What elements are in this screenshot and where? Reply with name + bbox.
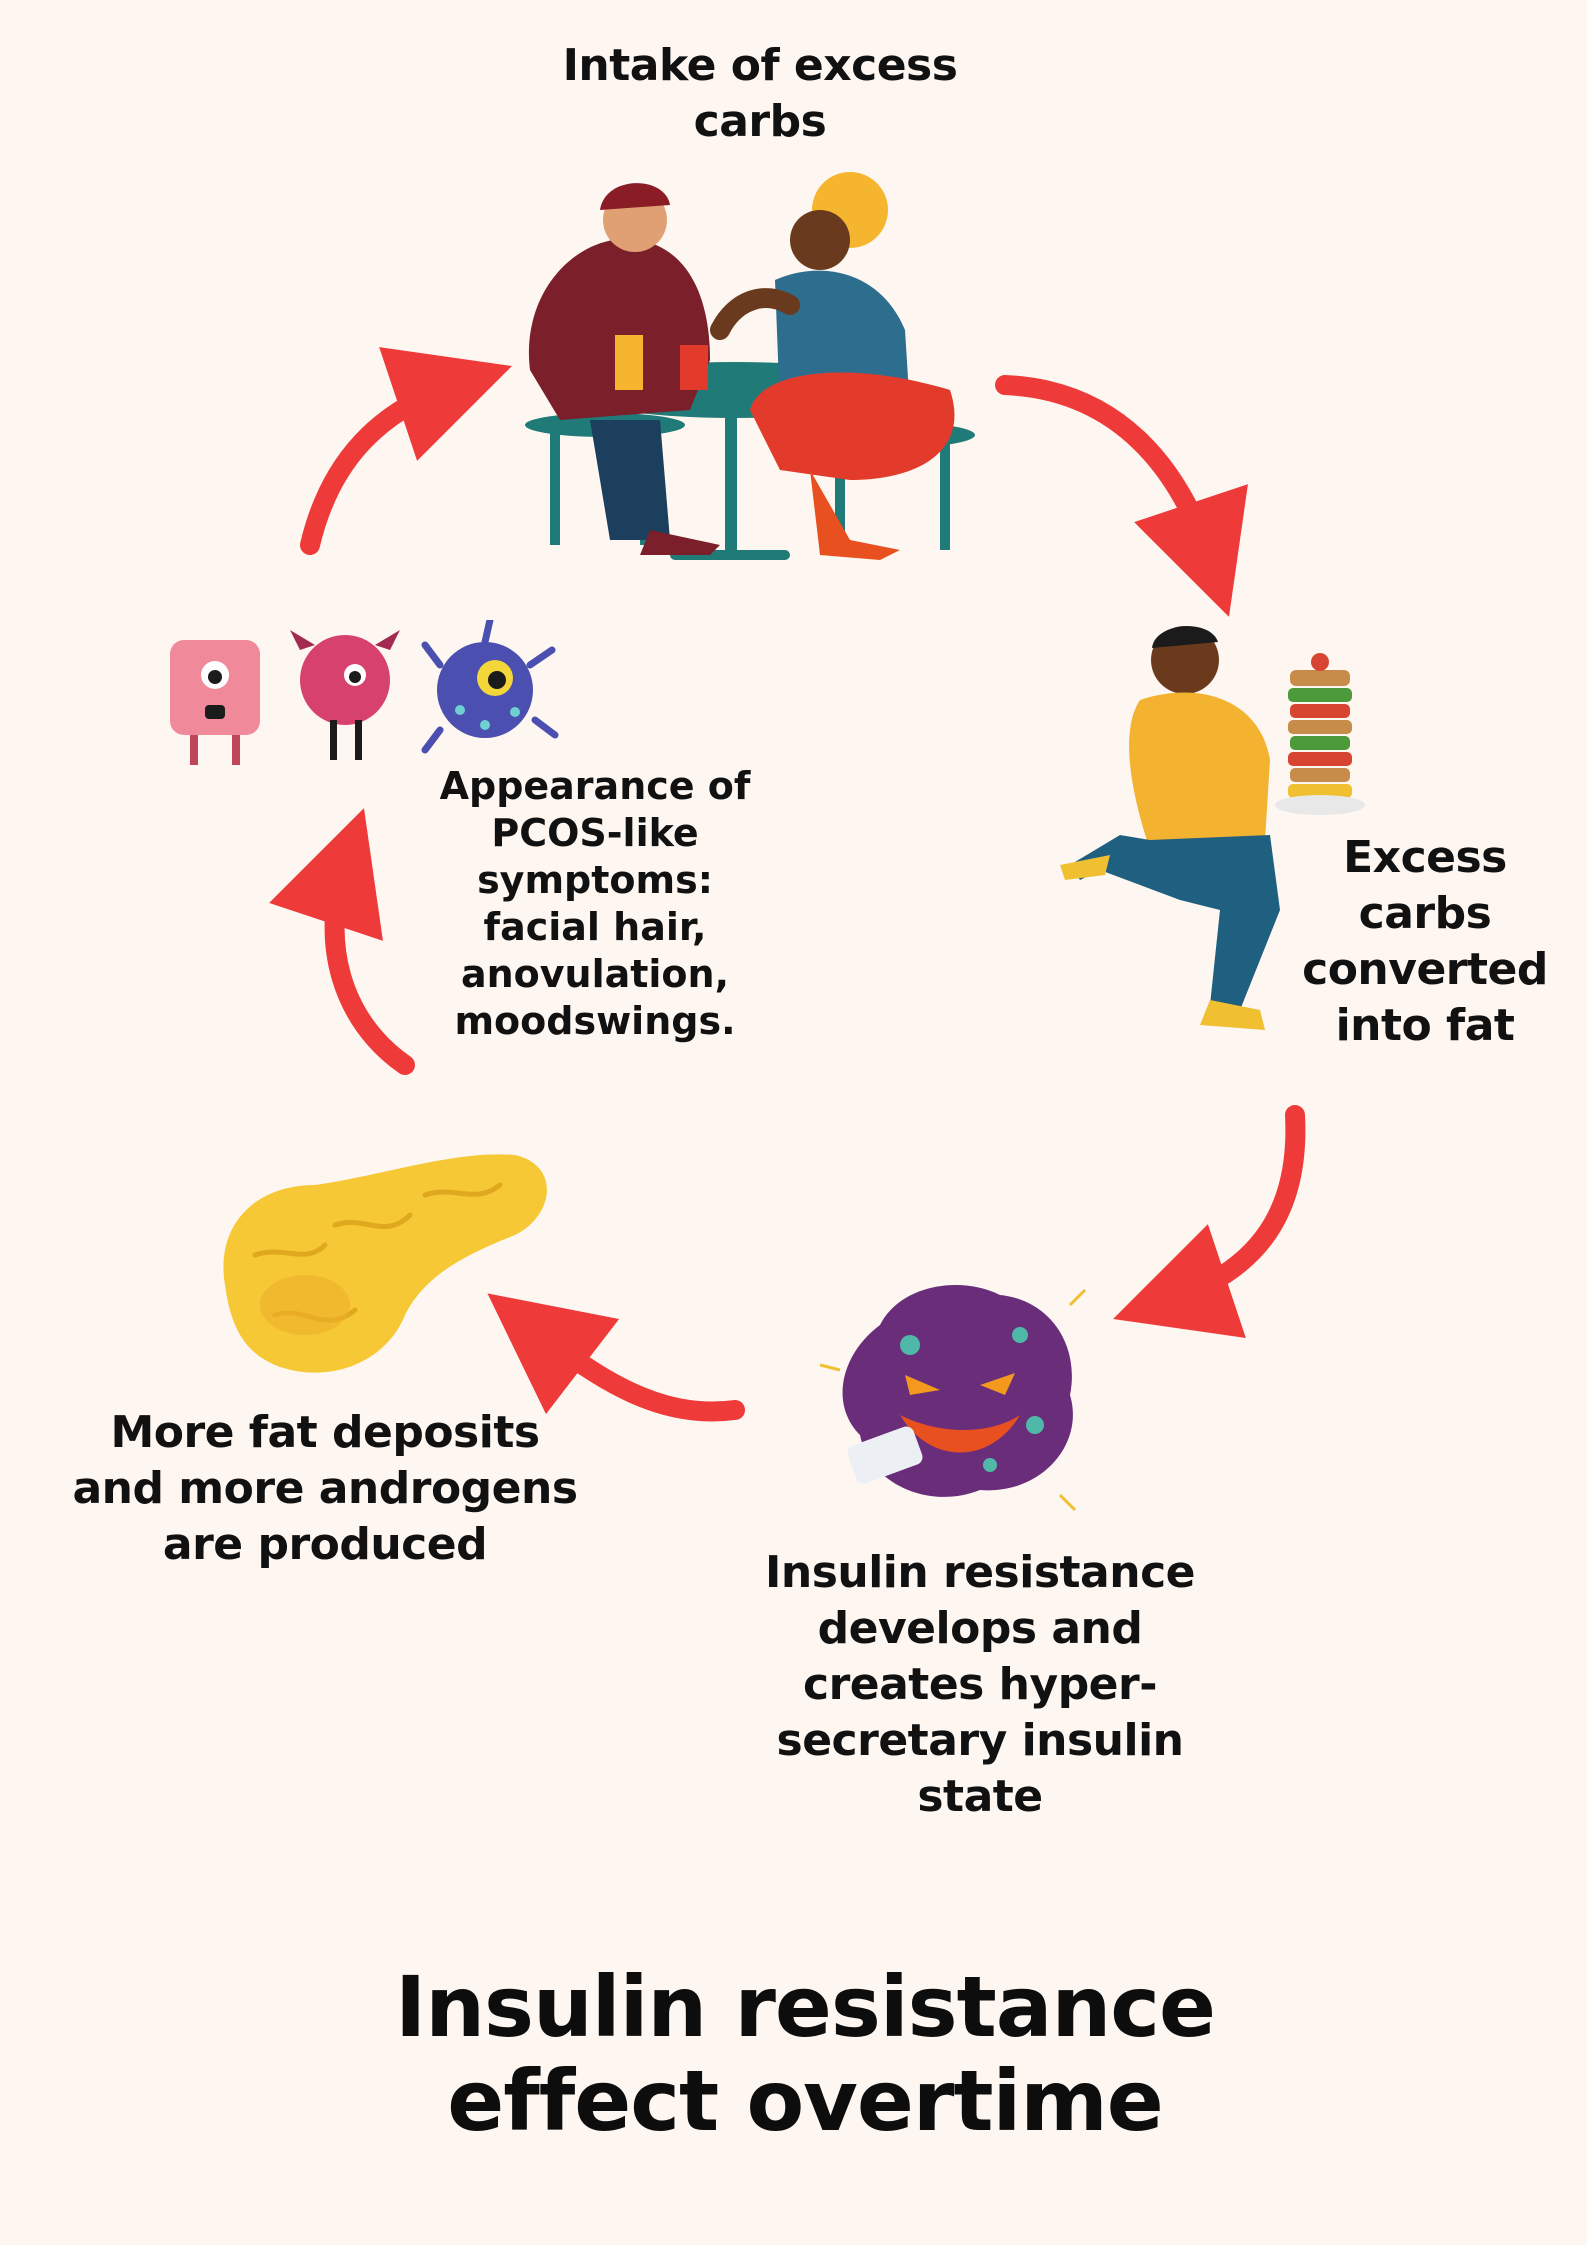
page-title-line-1: Insulin resistance — [394, 1958, 1216, 2056]
arrow-fat-to-pcos — [269, 808, 415, 1075]
monsters-illustration — [170, 620, 559, 765]
step-pcos-label: Appearance of PCOS-like symptoms: facial… — [439, 764, 751, 1043]
step-fat-deposits-label: More fat deposits and more androgens are… — [72, 1407, 578, 1570]
virus-insulin-illustration — [820, 1285, 1087, 1512]
page-title: Insulin resistance effect overtime — [340, 1960, 1270, 2148]
page-title-line-2: effect overtime — [447, 2052, 1164, 2150]
arrow-pcos-to-intake — [300, 347, 512, 555]
arrow-convert-to-insulin — [1113, 1105, 1306, 1338]
pancreas-illustration — [223, 1154, 547, 1373]
step-intake-label: Intake of excess carbs — [562, 40, 958, 147]
people-eating-illustration — [525, 172, 975, 560]
step-converted-label: Excess carbs converted into fat — [1302, 832, 1548, 1051]
arrow-intake-to-convert — [995, 375, 1248, 617]
man-with-sandwich-illustration — [1060, 626, 1365, 1030]
arrow-insulin-to-fat — [487, 1293, 745, 1422]
step-insulin-label: Insulin resistance develops and creates … — [765, 1547, 1196, 1822]
